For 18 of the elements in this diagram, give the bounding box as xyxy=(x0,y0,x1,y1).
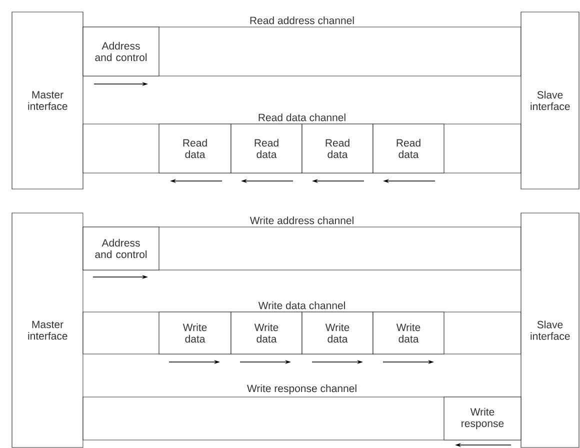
data-box: Read data xyxy=(372,124,444,174)
interface-box: Master interface xyxy=(12,212,84,448)
channel-heading: Write response channel xyxy=(247,384,356,394)
channel-heading: Write address channel xyxy=(250,216,354,224)
channel-heading: Write data channel xyxy=(258,302,345,310)
data-box: Write response xyxy=(444,396,522,440)
data-box: Write data xyxy=(158,312,232,354)
data-box: Write data xyxy=(372,312,444,354)
data-box: Write data xyxy=(230,312,302,354)
data-box: Read data xyxy=(230,124,302,174)
data-box: Read data xyxy=(158,124,232,174)
channel-heading: Read data channel xyxy=(258,114,346,122)
interface-box: Slave interface xyxy=(520,12,580,190)
data-box: Read data xyxy=(302,124,374,174)
data-box: Write data xyxy=(302,312,374,354)
data-box: Address and control xyxy=(82,26,160,76)
data-box: Address and control xyxy=(82,226,160,270)
channel-heading: Read address channel xyxy=(250,16,354,24)
